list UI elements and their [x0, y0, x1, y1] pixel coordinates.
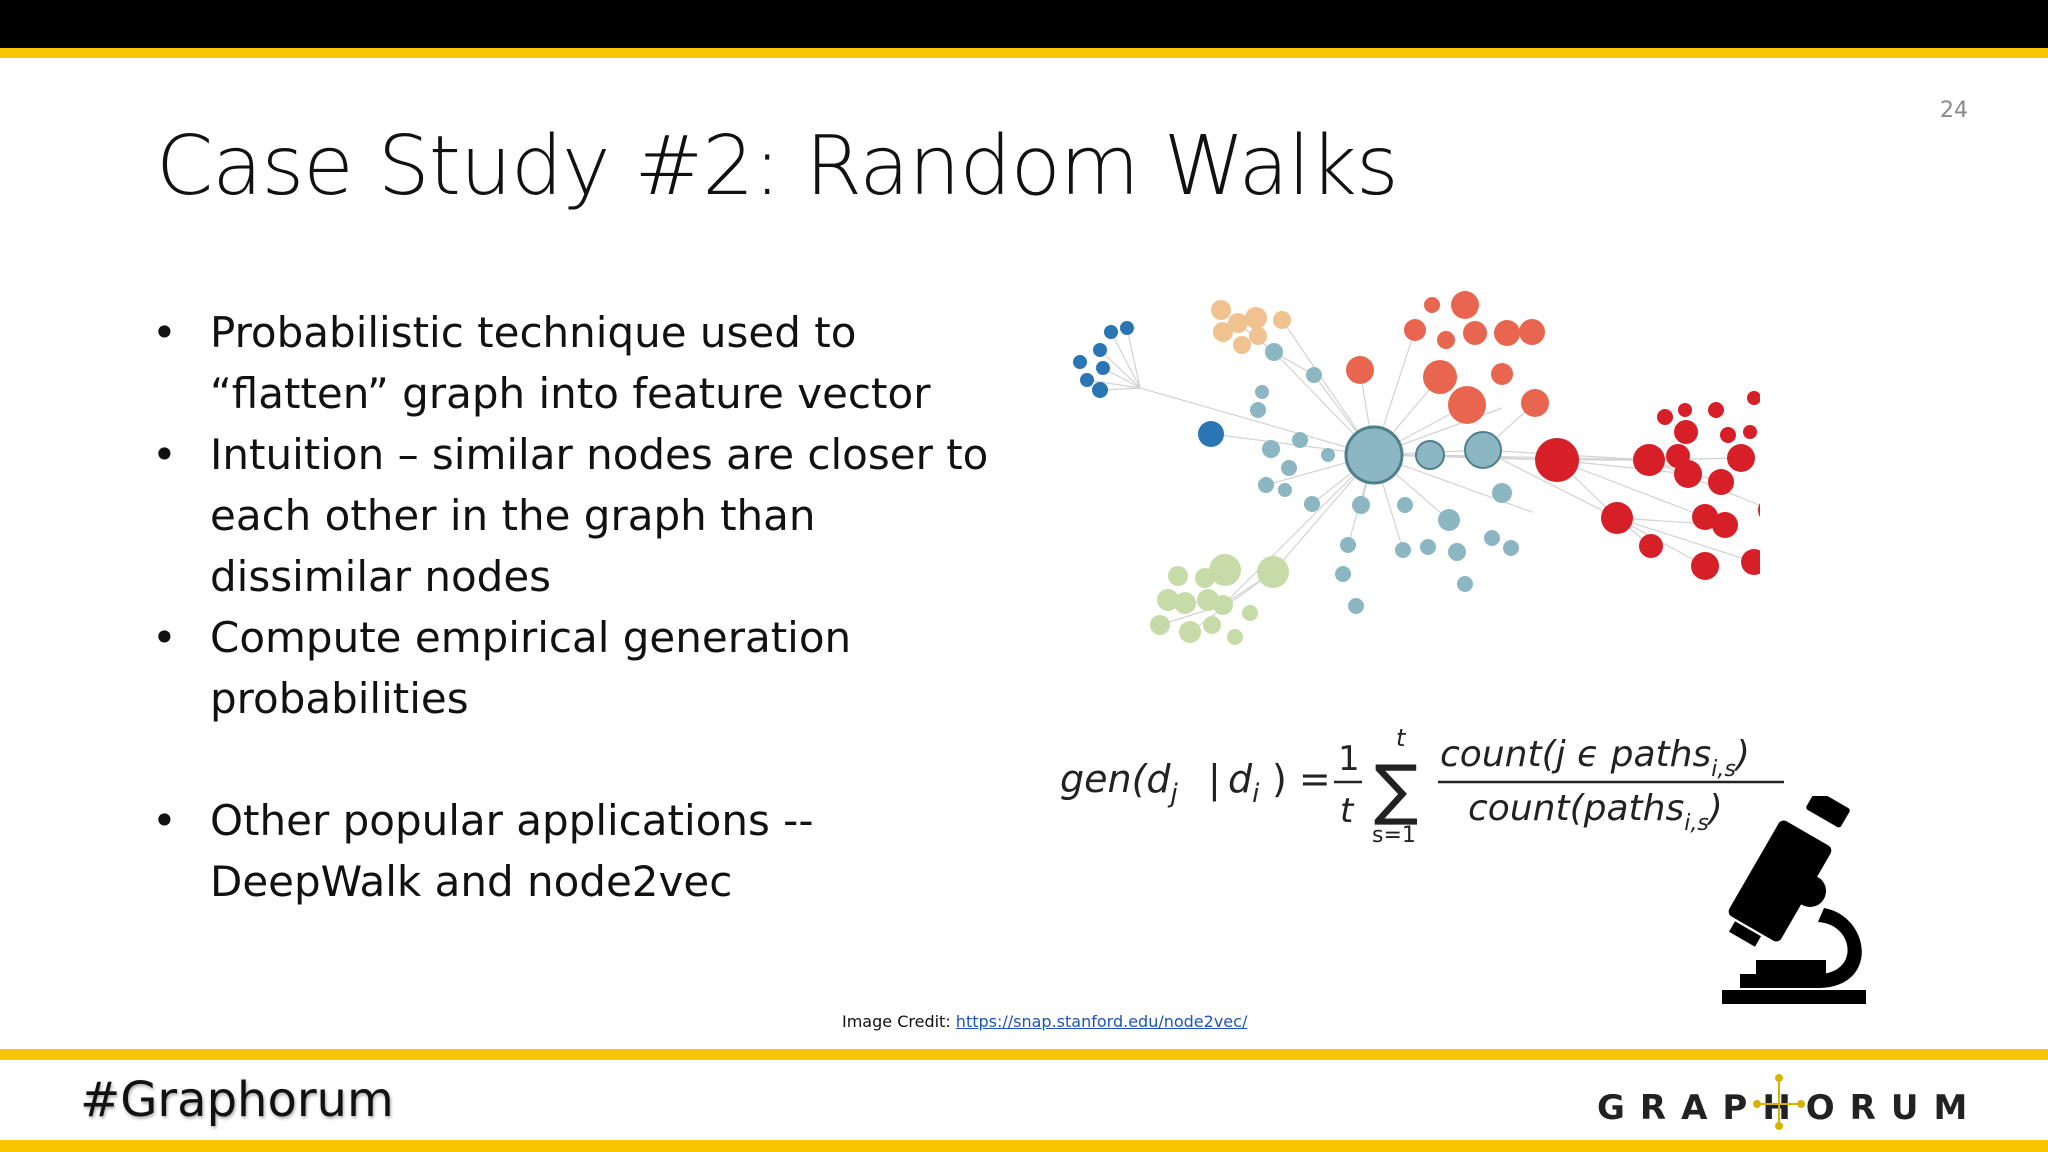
formula-sum-bottom: s=1: [1372, 823, 1416, 848]
formula-sub-i: i: [1252, 779, 1260, 809]
formula-frac-num: 1: [1338, 739, 1360, 779]
bullet-item: • Other popular applications -- DeepWalk…: [150, 790, 1010, 912]
bullet-line: dissimilar nodes: [210, 552, 552, 601]
footer-band: [0, 1060, 2048, 1140]
bullet-item: • Intuition – similar nodes are closer t…: [150, 424, 1010, 607]
formula-lhs: gen(d: [1060, 757, 1171, 801]
bullet-item: • Probabilistic technique used to “flatt…: [150, 302, 1010, 424]
formula-num-sub: i,s: [1711, 757, 1736, 782]
formula-den-sub: i,s: [1684, 811, 1709, 836]
formula-close-eq: ) =: [1272, 757, 1331, 801]
bullet-line: “flatten” graph into feature vector: [210, 369, 931, 418]
graphorum-logo: GRAPHORUM: [1597, 1074, 1982, 1130]
svg-text:gen(dj: gen(dj: [1060, 757, 1179, 809]
graph-network-image: [1073, 291, 1760, 645]
svg-text:count(pathsi,s): count(pathsi,s): [1468, 788, 1723, 836]
top-yellow-stripe: [0, 48, 2048, 58]
bullet-dot: •: [152, 308, 177, 357]
generation-probability-formula: gen(dj | di ) = 1 t t ∑ s=1 count(j ϵ pa…: [1060, 724, 1784, 848]
bullet-line: Compute empirical generation: [210, 613, 852, 662]
bottom-yellow-stripe-lower: [0, 1140, 2048, 1152]
logo-text: GRAPHORUM: [1597, 1088, 1982, 1128]
page-number: 24: [1940, 98, 1968, 123]
bottom-yellow-stripe: [0, 1049, 2048, 1060]
bullet-dot: •: [152, 430, 177, 479]
top-black-bar: [0, 0, 2048, 48]
image-credit-label: Image Credit:: [842, 1012, 956, 1031]
formula-sum-top: t: [1396, 724, 1407, 752]
formula-denominator: count(paths: [1468, 788, 1684, 829]
svg-text:di: di: [1228, 757, 1260, 809]
bullet-dot: •: [152, 613, 177, 662]
bullet-item: • Compute empirical generation probabili…: [150, 607, 1010, 729]
image-credit-link[interactable]: https://snap.stanford.edu/node2vec/: [955, 1012, 1248, 1031]
bullet-line: Probabilistic technique used to: [210, 308, 857, 357]
formula-sum-symbol: ∑: [1374, 751, 1418, 828]
bullet-line: each other in the graph than: [210, 491, 816, 540]
bullet-line: Intuition – similar nodes are closer to: [210, 430, 989, 479]
bullet-line: probabilities: [210, 674, 469, 723]
bullet-line: DeepWalk and node2vec: [210, 857, 733, 906]
bullet-dot: •: [152, 796, 177, 845]
bullet-line: Other popular applications --: [210, 796, 814, 845]
formula-d-i: d: [1228, 757, 1253, 801]
bullet-list: • Probabilistic technique used to “flatt…: [150, 302, 1010, 912]
formula-frac-den: t: [1340, 791, 1355, 831]
image-credit: Image Credit: https://snap.stanford.edu/…: [842, 1012, 1247, 1031]
slide-title: Case Study #2: Random Walks: [156, 119, 1399, 214]
microscope-icon: [1722, 796, 1866, 1004]
formula-num-close: ): [1733, 734, 1750, 775]
formula-bar: |: [1208, 757, 1221, 802]
formula-numerator: count(j ϵ paths: [1440, 734, 1711, 775]
formula-den-close: ): [1706, 788, 1723, 829]
footer-hashtag: #Graphorum: [80, 1072, 394, 1128]
formula-sub-j: j: [1168, 779, 1179, 809]
svg-text:count(j ϵ pathsi,s): count(j ϵ pathsi,s): [1440, 734, 1750, 782]
